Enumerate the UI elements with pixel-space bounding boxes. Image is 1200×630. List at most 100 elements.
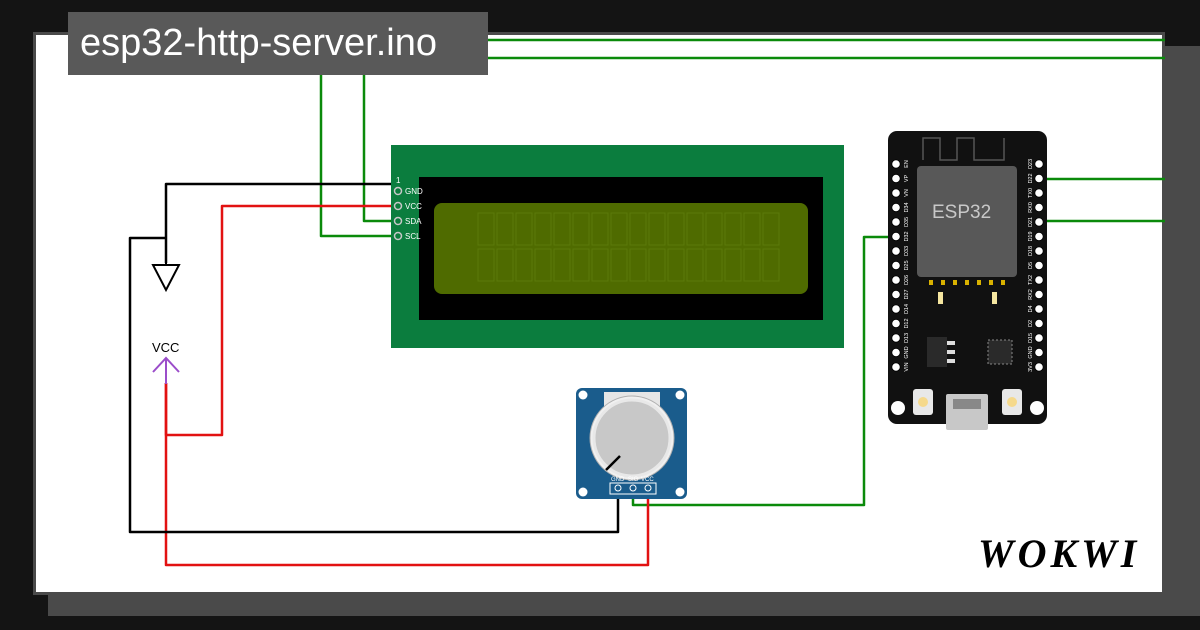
pot-pin-sig[interactable]: [629, 484, 637, 492]
wire-scl-to-d22[interactable]: [319, 38, 1165, 238]
lcd-character-cell: [648, 248, 666, 282]
wire-pot-gnd[interactable]: [128, 236, 620, 534]
esp32-shield: [917, 166, 1017, 277]
esp32-pin-left-d35[interactable]: [891, 217, 901, 227]
esp32-pin-right-d19[interactable]: [1034, 231, 1044, 242]
esp32-pin-right-rx0[interactable]: [1034, 202, 1044, 213]
lcd-character-cell: [572, 248, 590, 282]
esp32-pin-right-d22[interactable]: [1034, 173, 1044, 184]
lcd-character-cell: [629, 212, 647, 246]
esp32-pin-left-d13[interactable]: [891, 333, 901, 343]
lcd-character-cell: [705, 248, 723, 282]
lcd-character-cell: [610, 248, 628, 282]
esp32-pin-left-vin[interactable]: [891, 362, 901, 372]
esp32-pin-left-d14[interactable]: [891, 304, 901, 314]
lcd-pin-vcc[interactable]: [393, 201, 403, 211]
esp32-pin-right-d18[interactable]: [1034, 246, 1044, 256]
lcd-display[interactable]: 1 GND VCC SDA SCL: [391, 145, 844, 348]
esp32-pin-left-d25[interactable]: [891, 260, 901, 271]
esp32-led: [992, 292, 997, 304]
lcd-pin-gnd[interactable]: [393, 186, 403, 196]
esp32-pin-left-d12[interactable]: [891, 318, 901, 329]
esp32-usb-chip: [987, 339, 1013, 365]
wire-pot-sig-to-d34[interactable]: [631, 235, 896, 507]
pot-knob[interactable]: [592, 398, 672, 478]
esp32-pin-right-rx2[interactable]: [1034, 289, 1044, 300]
esp32-pin-left-d34[interactable]: [891, 202, 901, 213]
pot-pin-gnd[interactable]: [614, 484, 622, 492]
esp32-left-header: ENVPVND34D35D32D33D25D26D27D14D12D13GNDV…: [891, 159, 910, 372]
esp32-pin-label: VN: [904, 189, 910, 197]
pot-pin-label-gnd: GND: [611, 477, 625, 483]
wire-sda-to-d21[interactable]: [362, 56, 1165, 223]
esp32-pin-left-gnd[interactable]: [891, 347, 901, 358]
esp32-pin-label: D34: [904, 202, 910, 212]
esp32-pin-left-en[interactable]: [891, 159, 901, 169]
lcd-character-cell: [515, 212, 533, 246]
esp32-pin-label: RX2: [1028, 289, 1034, 300]
esp32-pin-label: TX0: [1028, 188, 1034, 198]
lcd-character-cell: [743, 248, 761, 282]
lcd-character-cell: [496, 212, 514, 246]
esp32-board[interactable]: ESP32 ENVPVND34D35D32D33D25D26D27D14D12D…: [888, 131, 1047, 430]
lcd-character-cell: [477, 212, 495, 246]
pot-pin-label-sig: SIG: [628, 477, 639, 483]
esp32-pin-left-d32[interactable]: [891, 231, 901, 242]
esp32-pin-label: D4: [1028, 305, 1034, 312]
esp32-pin-right-d21[interactable]: [1034, 217, 1044, 227]
pot-pin-vcc[interactable]: [644, 484, 652, 492]
lcd-character-cell: [762, 212, 780, 246]
esp32-pin-right-gnd[interactable]: [1034, 347, 1044, 358]
esp32-pin-right-d5[interactable]: [1034, 260, 1044, 271]
esp32-pin-right-d4[interactable]: [1034, 304, 1044, 314]
lcd-character-cell: [515, 248, 533, 282]
esp32-pin-left-d33[interactable]: [891, 246, 901, 256]
esp32-pin-label: D18: [1028, 246, 1034, 256]
esp32-chip-label: ESP32: [932, 202, 991, 223]
potentiometer[interactable]: GND SIG VCC: [576, 388, 687, 499]
esp32-pin-label: D22: [1028, 173, 1034, 183]
wire-lcd-gnd[interactable]: [164, 182, 400, 263]
esp32-pin-left-vp[interactable]: [891, 173, 901, 184]
lcd-pin-sda[interactable]: [393, 216, 403, 226]
esp32-pin-right-d2[interactable]: [1034, 318, 1044, 329]
esp32-pin-label: GND: [1028, 346, 1034, 358]
lcd-character-cell: [496, 248, 514, 282]
lcd-character-cell: [591, 248, 609, 282]
wire-lcd-vcc[interactable]: [164, 204, 400, 437]
esp32-led: [938, 292, 943, 304]
esp32-pin-right-d23[interactable]: [1034, 159, 1044, 169]
esp32-pin-right-d15[interactable]: [1034, 333, 1044, 343]
esp32-antenna-trace: [922, 137, 1005, 161]
lcd-character-cell: [705, 212, 723, 246]
lcd-character-cell: [477, 248, 495, 282]
esp32-pin-label: VP: [904, 175, 910, 183]
lcd-character-cell: [572, 212, 590, 246]
pot-pin-label-vcc: VCC: [641, 477, 654, 483]
lcd-character-cell: [686, 248, 704, 282]
pot-mount-hole: [675, 390, 685, 400]
esp32-pin-right-tx2[interactable]: [1034, 275, 1044, 285]
lcd-character-cell: [686, 212, 704, 246]
esp32-pin-label: D32: [904, 231, 910, 241]
esp32-mount-hole: [1030, 401, 1044, 415]
esp32-pin-left-d27[interactable]: [891, 289, 901, 300]
wire-pot-vcc[interactable]: [164, 383, 650, 567]
pot-pin-header: [609, 482, 657, 495]
esp32-pin-label: D14: [904, 304, 910, 314]
lcd-pin-label-scl: SCL: [405, 232, 421, 241]
esp32-pin-label: D15: [1028, 333, 1034, 343]
vcc-symbol[interactable]: [152, 356, 180, 384]
lcd-pin-scl[interactable]: [393, 231, 403, 241]
esp32-pin-right-3v3[interactable]: [1034, 362, 1044, 372]
esp32-pin-label: D13: [904, 333, 910, 343]
esp32-pin-left-d26[interactable]: [891, 275, 901, 285]
lcd-pin-label-sda: SDA: [405, 217, 422, 226]
esp32-pin-label: RX0: [1028, 202, 1034, 213]
ground-symbol[interactable]: [151, 255, 181, 293]
lcd-character-cell: [629, 248, 647, 282]
esp32-mount-hole: [891, 401, 905, 415]
esp32-pin-left-vn[interactable]: [891, 188, 901, 198]
esp32-pin-right-tx0[interactable]: [1034, 188, 1044, 198]
esp32-pin-label: 3V3: [1028, 362, 1034, 372]
